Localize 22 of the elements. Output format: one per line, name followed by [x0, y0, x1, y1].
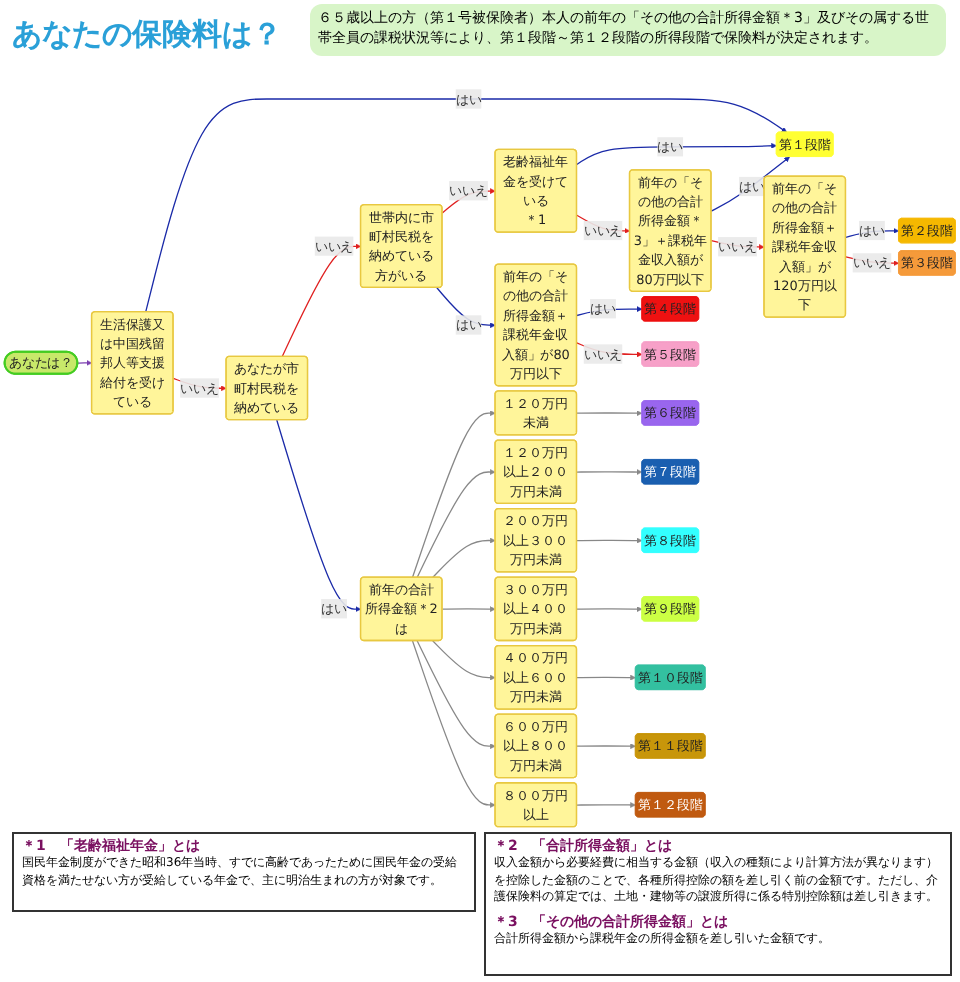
title: あなたの保険料は？: [12, 16, 284, 54]
arrow: [576, 674, 636, 681]
arrow: [576, 537, 643, 544]
arrow: [411, 640, 496, 808]
arrow: [281, 243, 362, 358]
arrow: [416, 469, 496, 579]
arrow: [576, 410, 643, 417]
arrow: [436, 287, 496, 329]
arrow: [576, 743, 636, 749]
arrow: [710, 156, 790, 212]
arrow: [411, 410, 496, 579]
arrow: [576, 606, 643, 612]
arrow: [145, 98, 788, 313]
arrow: [432, 537, 496, 579]
arrow: [441, 606, 496, 612]
arrow: [576, 469, 643, 475]
arrow: [432, 640, 496, 681]
arrow: [576, 143, 777, 166]
arrow: [576, 802, 636, 808]
arrow: [416, 640, 496, 749]
arrow: [77, 360, 93, 366]
arrow: [276, 419, 362, 612]
